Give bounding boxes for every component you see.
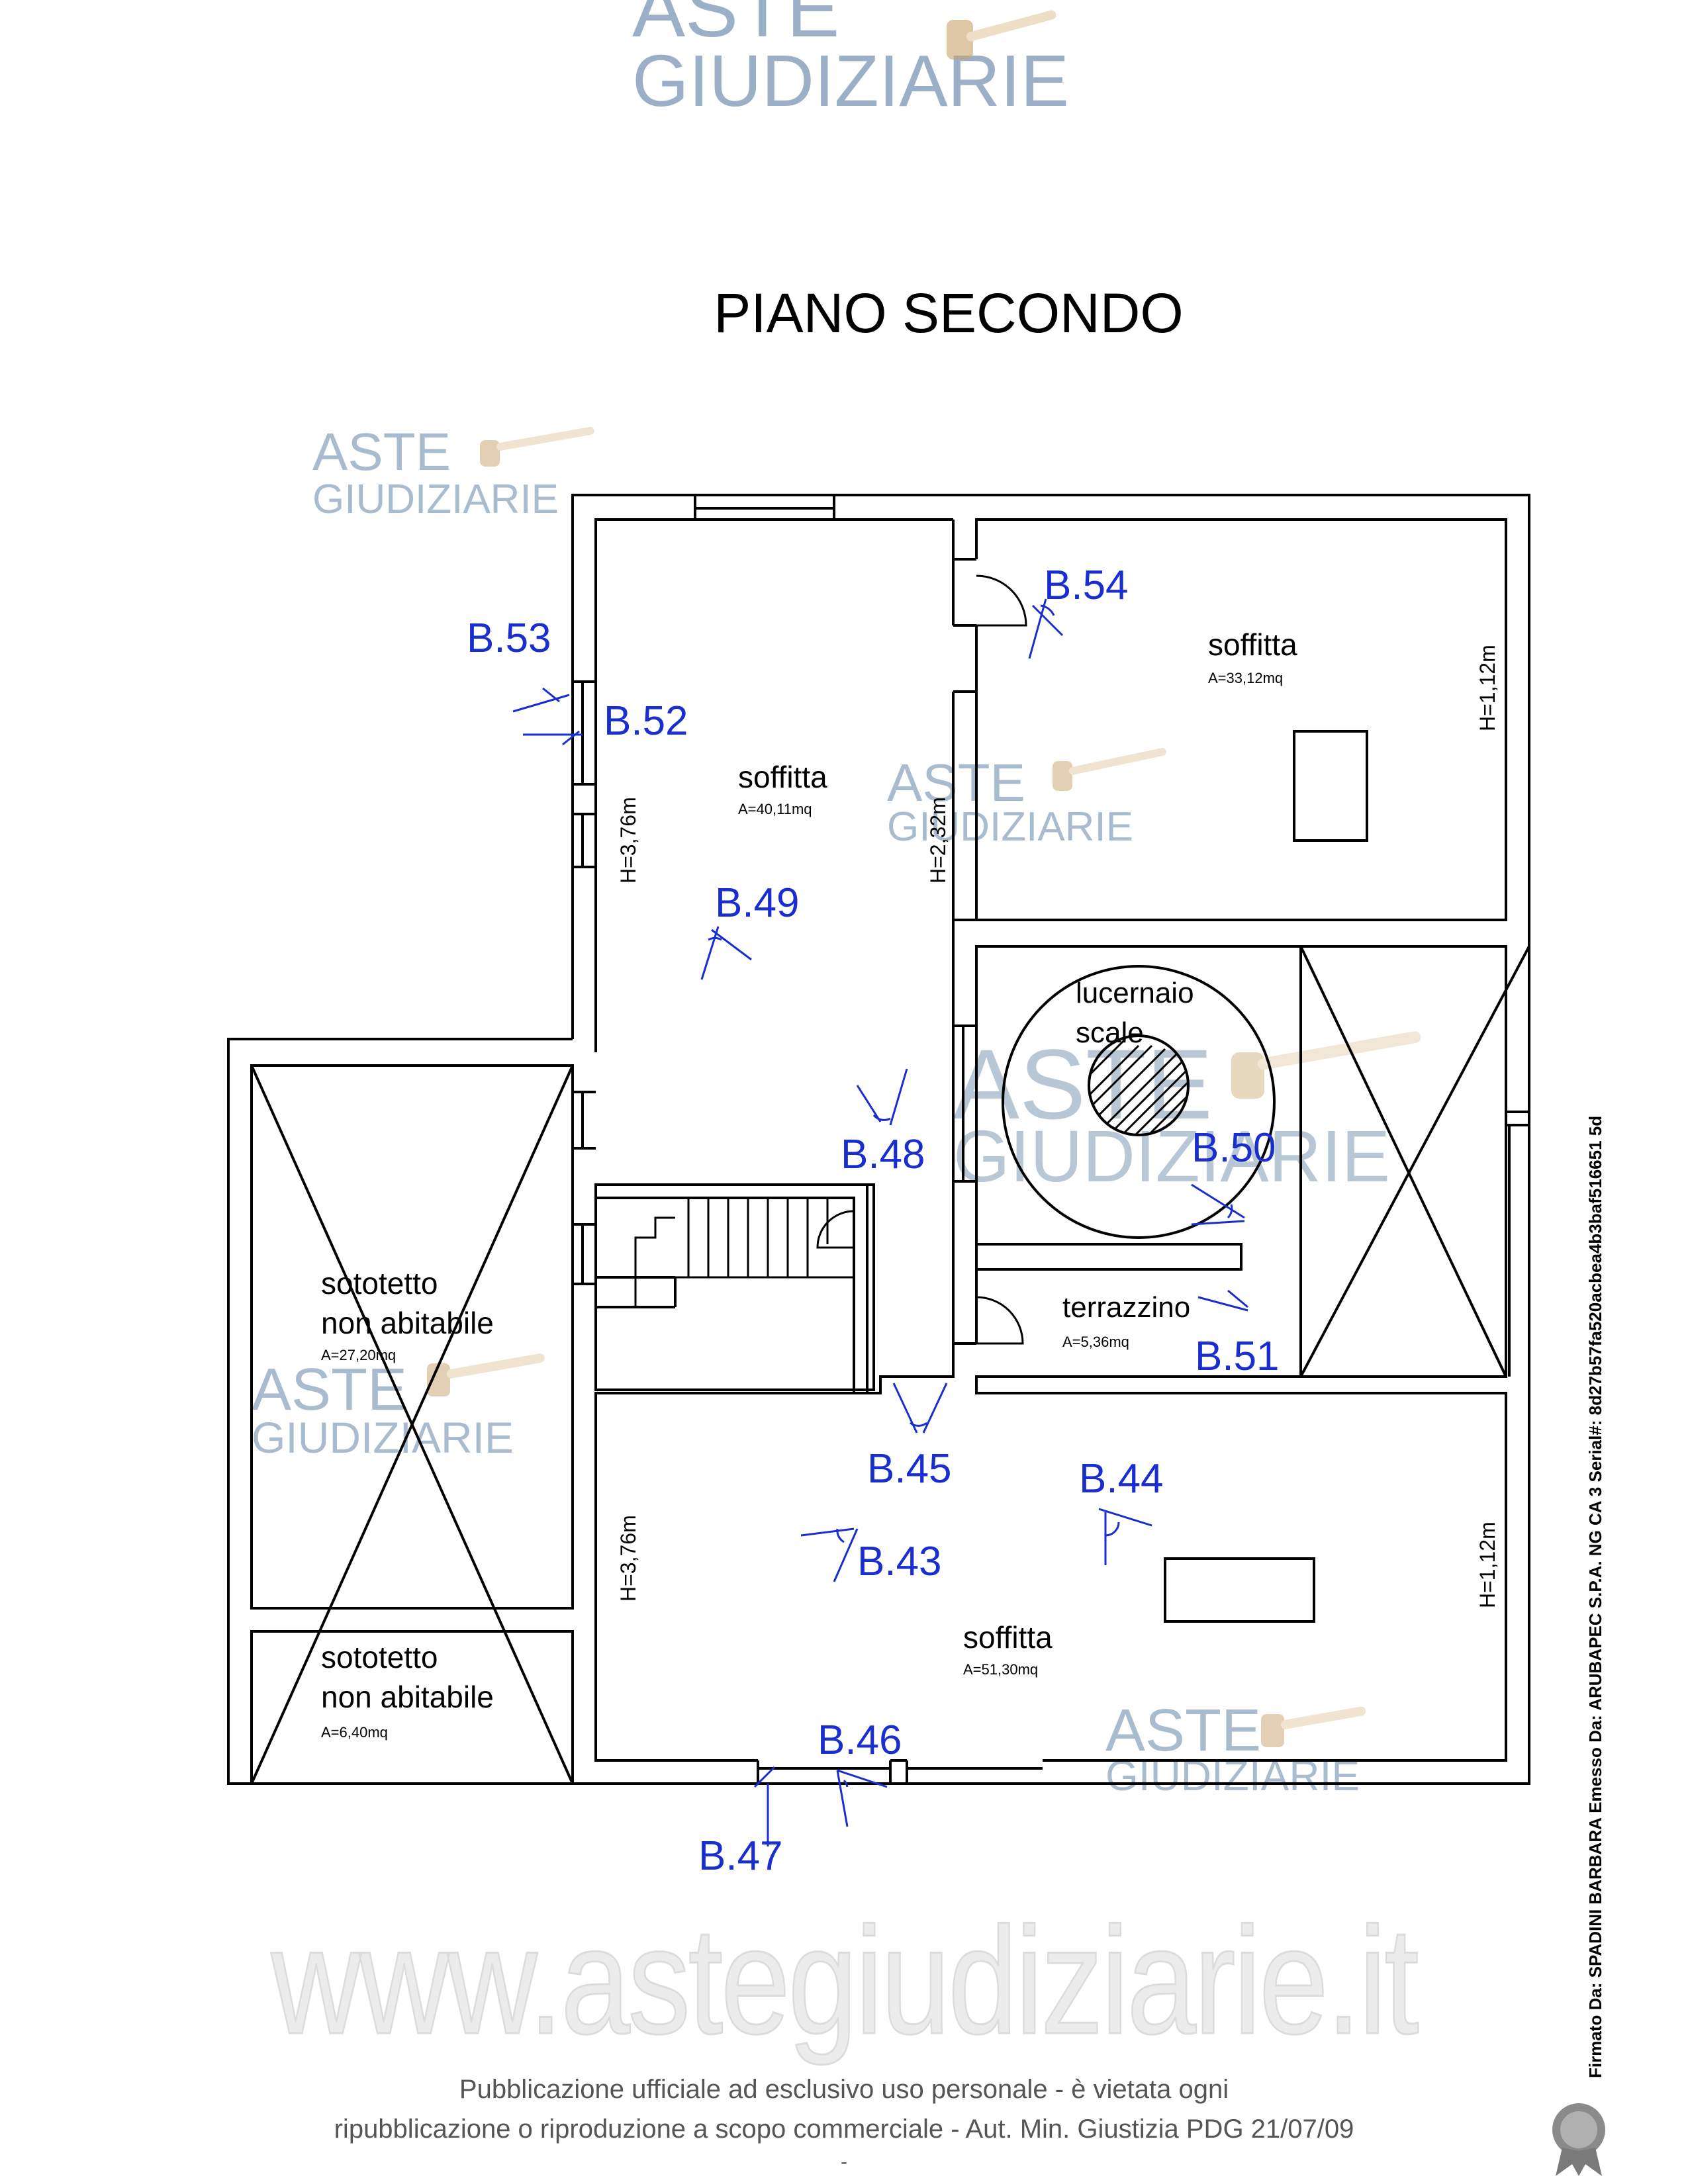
viewpoint-b43: B.43 xyxy=(857,1539,942,1584)
viewpoint-b52: B.52 xyxy=(604,698,688,744)
viewpoint-b51: B.51 xyxy=(1195,1334,1280,1379)
viewpoint-b53: B.53 xyxy=(467,615,551,661)
watermark-mid-3: ASTE GIUDIZIARIE xyxy=(953,1028,1421,1197)
watermark-mid-1-aste: ASTE xyxy=(312,422,451,481)
viewpoint-b46: B.46 xyxy=(818,1717,902,1763)
watermark-mid-1: ASTE GIUDIZIARIE xyxy=(312,422,594,522)
watermark-mid-1-giudiziarie: GIUDIZIARIE xyxy=(312,477,559,522)
height-label-5: H=1,12m xyxy=(1476,1522,1499,1608)
gavel-icon xyxy=(480,426,594,467)
watermark-mid-4: ASTE GIUDIZIARIE xyxy=(252,1353,545,1462)
gavel-icon xyxy=(427,1353,545,1396)
viewpoint-markers xyxy=(512,598,1248,1846)
watermark-mid-3-giudiziarie: GIUDIZIARIE xyxy=(953,1116,1390,1197)
page-title: PIANO SECONDO xyxy=(714,282,1184,344)
viewpoint-b54: B.54 xyxy=(1044,563,1129,608)
watermark-mid-5-aste: ASTE xyxy=(1105,1698,1261,1764)
height-label-1: H=3,76m xyxy=(616,797,640,884)
room-sottotetto-2-area: A=6,40mq xyxy=(321,1724,388,1741)
room-sottotetto-1-line2: non abitabile xyxy=(321,1306,494,1340)
watermark-mid-2-aste: ASTE xyxy=(887,753,1025,812)
viewpoint-b47: B.47 xyxy=(698,1833,783,1879)
room-soffitta-right-name: soffitta xyxy=(1208,627,1297,662)
room-soffitta-bottom-name: soffitta xyxy=(963,1620,1053,1655)
footer-line-2: ripubblicazione o riproduzione a scopo c… xyxy=(334,2115,1354,2144)
gavel-icon xyxy=(1053,748,1166,791)
height-label-2: H=2,32m xyxy=(926,797,950,884)
room-sottotetto-2-line1: sototetto xyxy=(321,1640,438,1674)
watermark-top-aste: ASTE xyxy=(632,0,839,54)
room-sottotetto-2-line2: non abitabile xyxy=(321,1680,494,1714)
gavel-icon xyxy=(1261,1706,1366,1747)
footer-line-3: - xyxy=(841,2151,847,2173)
viewpoint-b48: B.48 xyxy=(841,1132,925,1177)
room-sottotetto-1-line1: sototetto xyxy=(321,1266,438,1300)
plan-walls xyxy=(227,494,1530,1785)
room-terrazzino-name: terrazzino xyxy=(1062,1291,1190,1324)
gavel-icon xyxy=(947,10,1056,60)
watermark-mid-2: ASTE GIUDIZIARIE xyxy=(887,748,1166,850)
seal-icon xyxy=(1552,2103,1605,2176)
room-labels: soffitta A=40,11mq soffitta A=33,12mq lu… xyxy=(321,627,1297,1741)
room-terrazzino-area: A=5,36mq xyxy=(1062,1334,1129,1350)
watermark-mid-4-giudiziarie: GIUDIZIARIE xyxy=(252,1413,514,1462)
viewpoint-b45: B.45 xyxy=(867,1446,952,1492)
watermark-site: www.astegiudiziarie.it xyxy=(270,1895,1420,2067)
room-soffitta-left-name: soffitta xyxy=(738,760,827,794)
room-lucernaio-line2: scale xyxy=(1076,1017,1144,1049)
height-labels: H=3,76m H=2,32m H=1,12m H=3,76m H=1,12m xyxy=(616,645,1499,1608)
room-soffitta-bottom-area: A=51,30mq xyxy=(963,1661,1038,1678)
room-lucernaio-line1: lucernaio xyxy=(1076,977,1194,1009)
watermark-mid-5-giudiziarie: GIUDIZIARIE xyxy=(1105,1752,1360,1799)
viewpoint-b49: B.49 xyxy=(715,880,800,926)
room-sottotetto-1-area: A=27,20mq xyxy=(321,1347,396,1363)
viewpoint-b50: B.50 xyxy=(1192,1125,1276,1171)
viewpoint-b44: B.44 xyxy=(1079,1456,1164,1502)
watermark-top-giudiziarie: GIUDIZIARIE xyxy=(632,40,1069,122)
height-label-4: H=3,76m xyxy=(616,1515,640,1602)
watermark-mid-4-aste: ASTE xyxy=(252,1357,407,1423)
footer-line-1: Pubblicazione ufficiale ad esclusivo uso… xyxy=(459,2075,1229,2104)
height-label-3: H=1,12m xyxy=(1476,645,1499,731)
room-soffitta-left-area: A=40,11mq xyxy=(738,801,812,817)
viewpoint-labels: B.54 B.53 B.52 B.49 B.48 B.50 B.51 B.45 … xyxy=(467,563,1280,1879)
room-soffitta-right-area: A=33,12mq xyxy=(1208,670,1283,686)
gavel-icon xyxy=(1231,1031,1421,1099)
watermark-top: ASTE GIUDIZIARIE xyxy=(632,0,1069,122)
digital-signature: Firmato Da: SPADINI BARBARA Emesso Da: A… xyxy=(1585,1115,1605,2078)
watermark-mid-2-giudiziarie: GIUDIZIARIE xyxy=(887,804,1133,850)
